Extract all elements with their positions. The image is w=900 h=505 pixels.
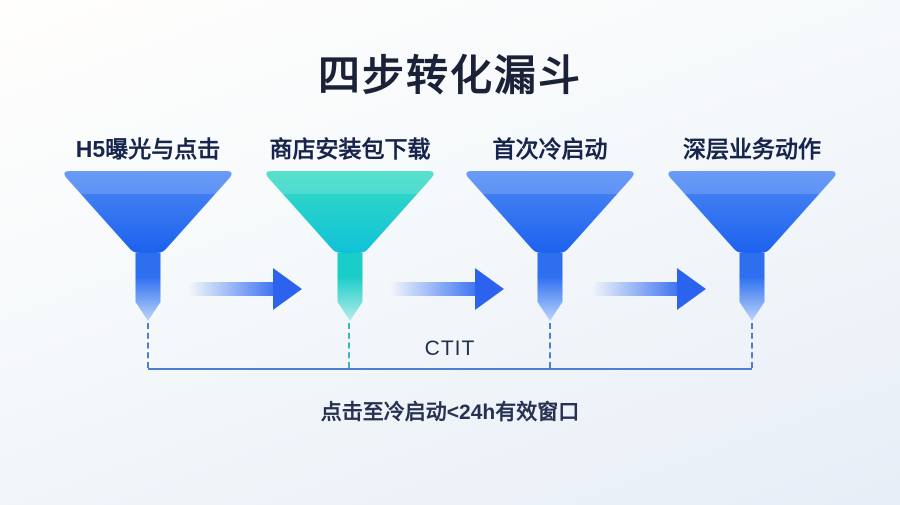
funnel-icon-stage1	[64, 171, 232, 321]
dash-connector	[147, 323, 149, 368]
dash-connector	[549, 323, 551, 368]
funnel-icon-stage4	[668, 171, 836, 321]
ctit-caption: 点击至冷启动<24h有效窗口	[320, 401, 580, 424]
funnel-icon-stage2	[266, 171, 434, 321]
dash-connector	[348, 323, 350, 368]
page-title: 四步转化漏斗	[317, 52, 582, 99]
dash-connector	[751, 323, 753, 368]
arrow-right-icon	[390, 268, 504, 310]
ctit-label: CTIT	[424, 337, 476, 360]
stage-label-deep-action: 深层业务动作	[683, 136, 821, 162]
stage-label-h5-click: H5曝光与点击	[75, 136, 221, 162]
arrow-right-icon	[592, 268, 706, 310]
stage-label-store-download: 商店安装包下载	[269, 136, 431, 162]
funnel-icon-stage3	[466, 171, 634, 321]
arrow-right-icon	[188, 268, 302, 310]
stage-label-first-cold-start: 首次冷启动	[492, 136, 608, 162]
ctit-bracket-line	[148, 368, 752, 370]
